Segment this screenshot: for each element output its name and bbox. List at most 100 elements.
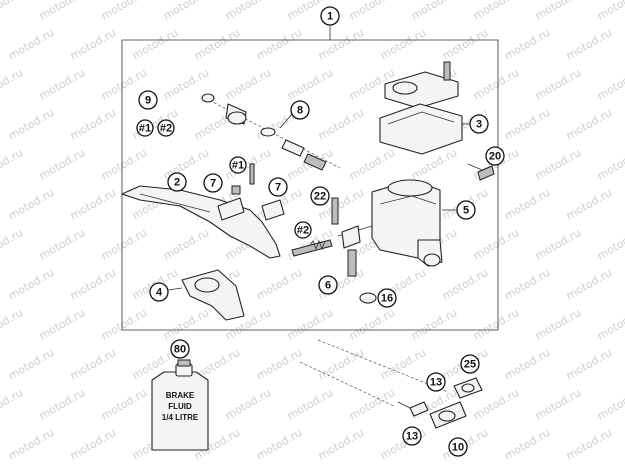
watermark-text: motod.ru [68,266,118,302]
callout-circle [310,186,330,206]
watermark-text: motod.ru [6,186,56,222]
callout-c5: 5 [456,200,476,220]
clamp-bracket-part [181,269,245,321]
watermark-text: motod.ru [285,306,335,342]
watermark-text: motod.ru [6,26,56,62]
group-separator-2 [299,361,395,407]
callout-label: 6 [325,280,331,292]
callout-c7a: 7 [203,173,223,193]
watermark-text: motod.ru [316,346,366,382]
watermark-text: motod.ru [564,106,614,142]
watermark-text: motod.ru [595,386,625,422]
watermark-text: motod.ru [440,266,490,302]
bottle-label-line1: BRAKE [166,391,195,400]
watermark-text: motod.ru [0,0,25,23]
hose-fittings-part [397,377,483,429]
watermark-text: motod.ru [502,266,552,302]
callout-circle [448,437,468,457]
callout-c2b: #2 [294,221,312,239]
watermark-text: motod.ru [192,26,242,62]
assembly-frame [121,39,499,331]
watermark-text: motod.ru [347,0,397,23]
callout-label: 3 [476,119,482,131]
callout-c4: 4 [149,282,169,302]
watermark-text: motod.ru [564,186,614,222]
piston-kit-part [201,93,341,171]
watermark-text: motod.ru [533,306,583,342]
watermark-text: motod.ru [316,26,366,62]
watermark-text: motod.ru [471,0,521,23]
hand-lever-part [121,185,281,259]
callout-c16: 16 [377,288,397,308]
callout-c13a: 13 [426,372,446,392]
callout-c7b: 7 [268,177,288,197]
callout-label: 80 [174,344,186,356]
watermark-text: motod.ru [533,226,583,262]
watermark-text: motod.ru [316,426,366,462]
watermark-text: motod.ru [533,386,583,422]
watermark-text: motod.ru [533,146,583,182]
watermark-text: motod.ru [378,26,428,62]
watermark-text: motod.ru [161,226,211,262]
adjuster-screws-part [217,163,285,221]
watermark-text: motod.ru [564,26,614,62]
callout-circle [138,90,158,110]
watermark-text: motod.ru [37,306,87,342]
callout-circle [294,221,312,239]
callout-label: 1 [327,11,333,23]
callout-label: 25 [464,359,476,371]
watermark-text: motod.ru [533,0,583,23]
callout-c9: 9 [138,90,158,110]
watermark-text: motod.ru [254,346,304,382]
watermark-text: motod.ru [6,266,56,302]
brake-switch-part [331,197,377,304]
callout-circle [149,282,169,302]
callout-circle [167,172,187,192]
callout-label: 16 [381,293,393,305]
watermark-text: motod.ru [6,426,56,462]
leader-4 [167,287,183,291]
callout-c2: 2 [167,172,187,192]
watermark-text: motod.ru [161,0,211,23]
group-separator [317,339,449,393]
callout-label: 13 [430,377,442,389]
callout-circle [485,146,505,166]
watermark-text: motod.ru [285,66,335,102]
callout-c20: 20 [485,146,505,166]
callout-circle [377,288,397,308]
watermark-text: motod.ru [161,146,211,182]
watermark-text: motod.ru [378,426,428,462]
watermark-text: motod.ru [285,386,335,422]
watermark-text: motod.ru [37,66,87,102]
watermark-text: motod.ru [595,146,625,182]
watermark-text: motod.ru [37,146,87,182]
watermark-text: motod.ru [0,306,25,342]
watermark-text: motod.ru [37,0,87,23]
watermark-text: motod.ru [0,226,25,262]
watermark-text: motod.ru [37,226,87,262]
watermark-text: motod.ru [502,186,552,222]
watermark-text: motod.ru [99,226,149,262]
callout-c6: 6 [318,275,338,295]
watermark-text: motod.ru [471,306,521,342]
watermark-text: motod.ru [37,386,87,422]
callout-label: #2 [160,123,172,135]
callout-label: 10 [452,442,464,454]
callout-c8: 8 [290,100,310,120]
callout-c9a: #1 [136,119,154,137]
callout-c10: 10 [448,437,468,457]
watermark-text: motod.ru [99,0,149,23]
watermark-text: motod.ru [471,66,521,102]
watermark-text: motod.ru [347,306,397,342]
watermark-text: motod.ru [68,26,118,62]
watermark-text: motod.ru [68,346,118,382]
watermark-text: motod.ru [347,146,397,182]
callout-c80: 80 [170,339,190,359]
callout-circle [460,354,480,374]
watermark-text: motod.ru [502,426,552,462]
watermark-text: motod.ru [130,26,180,62]
callout-circle [469,114,489,134]
watermark-text: motod.ru [471,226,521,262]
